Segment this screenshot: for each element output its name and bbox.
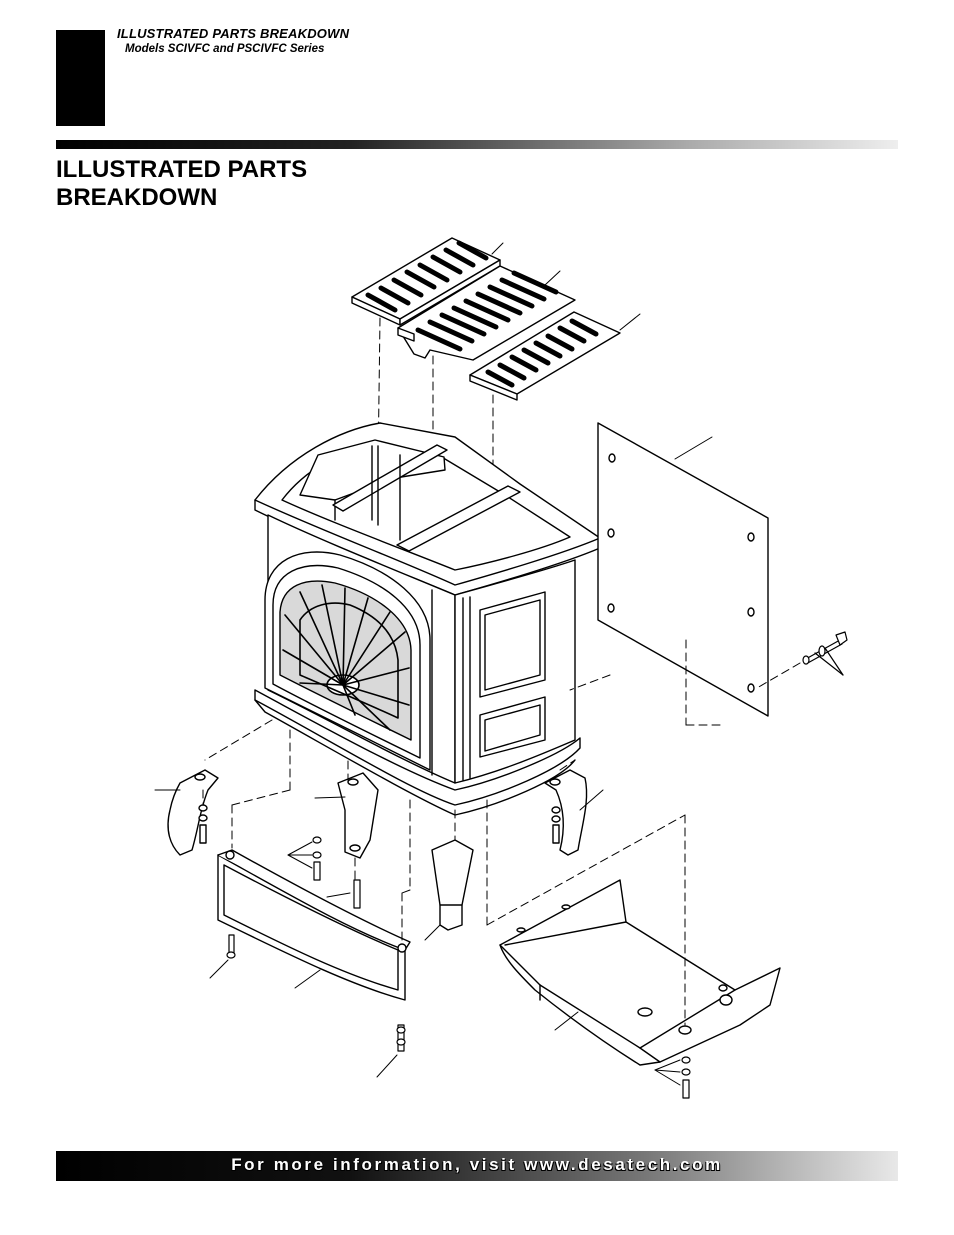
- back-heat-shield: [597, 422, 769, 717]
- footer-website-text[interactable]: For more information, visit www.desatech…: [231, 1155, 723, 1174]
- front-panel: [217, 849, 411, 1001]
- header-subtitle: Models SCIVFC and PSCIVFC Series: [125, 43, 325, 55]
- bottom-pan-screws: [654, 1056, 691, 1099]
- top-grille-center: [397, 265, 576, 361]
- front-panel-screws: [209, 934, 406, 1078]
- bottom-pan: [499, 879, 781, 1066]
- header-rule: [56, 140, 898, 149]
- leg-center-bracket: [314, 772, 379, 859]
- section-tab: [56, 30, 105, 126]
- page-title-line1: ILLUSTRATED PARTS: [56, 156, 308, 183]
- center-screws: [287, 836, 361, 909]
- top-grille-right: [469, 311, 621, 401]
- stove-body: [254, 422, 601, 816]
- tapered-leg: [424, 839, 474, 941]
- header-section-title: ILLUSTRATED PARTS BREAKDOWN: [117, 26, 350, 41]
- footer-bar: For more information, visit www.desatech…: [56, 1151, 898, 1181]
- leg-right: [544, 769, 604, 856]
- back-panel-screws: [802, 631, 848, 676]
- top-grille-left: [351, 237, 501, 326]
- leg-left: [154, 769, 219, 856]
- page-title: ILLUSTRATED PARTS BREAKDOWN: [56, 156, 456, 212]
- page-title-line2: BREAKDOWN: [56, 184, 218, 211]
